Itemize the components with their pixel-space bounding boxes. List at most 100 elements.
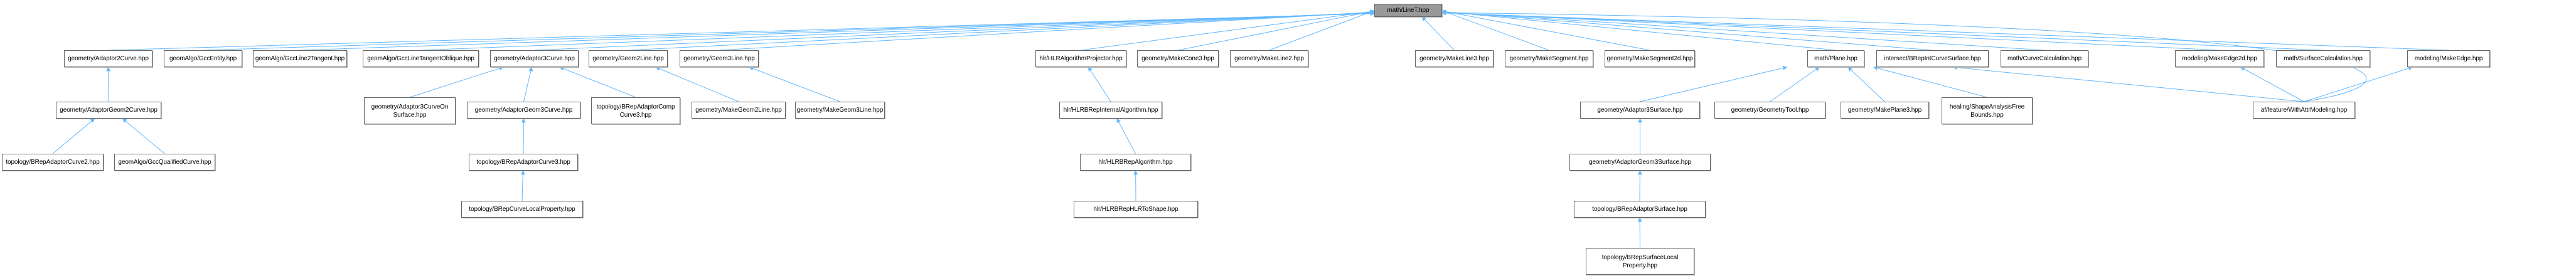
node-label: geomAlgo/GccLineTangentOblique.hpp — [367, 55, 474, 62]
node-label: math/CurveCalculation.hpp — [2007, 55, 2082, 62]
graph-node-makegeom2line[interactable]: geometry/MakeGeom2Line.hpp — [692, 102, 786, 119]
node-label: geometry/MakeGeom2Line.hpp — [695, 107, 782, 114]
graph-node-adaptor3surface[interactable]: geometry/Adaptor3Surface.hpp — [1580, 102, 1700, 119]
node-label: geometry/MakeGeom3Line.hpp — [796, 107, 884, 114]
graph-node-makeline2[interactable]: geometry/MakeLine2.hpp — [1230, 50, 1308, 67]
graph-node-geom3line[interactable]: geometry/Geom3Line.hpp — [680, 50, 759, 67]
graph-node-brepadaptorcompcurve3[interactable]: topology/BRepAdaptorComp Curve3.hpp — [591, 97, 680, 124]
graph-node-makeplane3[interactable]: geometry/MakePlane3.hpp — [1841, 102, 1929, 119]
edge-makesegment2d-to-root — [1441, 9, 1650, 51]
graph-node-hlrbrephlrtoshape[interactable]: hlr/HLRBRepHLRToShape.hpp — [1074, 201, 1198, 218]
edge-adaptor3surface-to-plane — [1640, 66, 1788, 102]
node-label: geometry/AdaptorGeom3Curve.hpp — [474, 107, 573, 114]
node-label: hlr/HLRBRepAlgorithm.hpp — [1098, 159, 1173, 166]
node-label: geomAlgo/GccQualifiedCurve.hpp — [118, 159, 211, 166]
node-label: topology/BRepAdaptorCurve3.hpp — [476, 159, 570, 166]
graph-node-curvecalculation[interactable]: math/CurveCalculation.hpp — [2001, 50, 2088, 67]
graph-node-brepcurvelocalproperty[interactable]: topology/BRepCurveLocalProperty.hpp — [461, 201, 583, 218]
node-label: topology/BRepSurfaceLocal Property.hpp — [1601, 254, 1679, 269]
graph-node-hlralgorithmprojector[interactable]: hlr/HLRAlgorithmProjector.hpp — [1035, 50, 1126, 67]
graph-node-withattrmodeling[interactable]: af/feature/WithAttrModeling.hpp — [2253, 102, 2355, 119]
node-label: geometry/MakeCone3.hpp — [1141, 55, 1214, 62]
edge-geometrytool-to-plane — [1770, 67, 1820, 102]
graph-node-makesegment2d[interactable]: geometry/MakeSegment2d.hpp — [1605, 50, 1695, 67]
edge-makegeom2line-to-geom2line — [655, 67, 739, 102]
edge-withattrmodeling-to-plane — [1952, 65, 2304, 102]
node-label: geometry/Geom2Line.hpp — [592, 55, 664, 62]
node-label: modeling/MakeEdge.hpp — [2414, 55, 2483, 62]
node-label: topology/BRepAdaptorSurface.hpp — [1592, 206, 1687, 213]
node-label: af/feature/WithAttrModeling.hpp — [2260, 107, 2348, 114]
graph-node-adaptorgeom3surface[interactable]: geometry/AdaptorGeom3Surface.hpp — [1569, 154, 1711, 171]
graph-node-surfacecalculation[interactable]: math/SurfaceCalculation.hpp — [2276, 50, 2370, 67]
edge-gccqualifiedcurve-to-adaptorgeom2curve — [122, 118, 165, 154]
graph-node-gccentity[interactable]: geomAlgo/GccEntity.hpp — [164, 50, 242, 67]
edge-makeplane3-to-plane — [1847, 67, 1885, 102]
graph-node-geometrytool[interactable]: geometry/GeometryTool.hpp — [1714, 102, 1825, 119]
graph-node-gcclinetangentoblique[interactable]: geomAlgo/GccLineTangentOblique.hpp — [363, 50, 479, 67]
graph-node-brepintcurvesurface[interactable]: intersect/BRepIntCurveSurface.hpp — [1876, 50, 1989, 67]
node-label: math/SurfaceCalculation.hpp — [2284, 55, 2363, 62]
graph-node-shapeanalysisfreebounds[interactable]: healing/ShapeAnalysisFree Bounds.hpp — [1942, 97, 2033, 124]
node-label: geometry/MakePlane3.hpp — [1847, 107, 1922, 114]
edge-hlrbrepalgorithm-to-hlrbrepinternalalgorithm — [1116, 118, 1136, 154]
node-label: hlr/HLRAlgorithmProjector.hpp — [1039, 55, 1123, 62]
graph-node-brepadaptorcurve3[interactable]: topology/BRepAdaptorCurve3.hpp — [469, 154, 578, 171]
node-label: geometry/Adaptor3Surface.hpp — [1597, 107, 1683, 114]
edge-makecone3-to-root — [1177, 9, 1375, 51]
graph-node-plane[interactable]: math/Plane.hpp — [1807, 50, 1864, 67]
edge-shapeanalysisfreebounds-to-plane — [1873, 66, 1987, 98]
graph-node-brepadaptorcurve2[interactable]: topology/BRepAdaptorCurve2.hpp — [2, 154, 104, 171]
edge-makeline3-to-root — [1421, 16, 1455, 51]
edge-adaptor3curve-to-root — [534, 10, 1375, 51]
node-label: geometry/Adaptor3Curve.hpp — [494, 55, 575, 62]
graph-node-makecone3[interactable]: geometry/MakeCone3.hpp — [1137, 50, 1219, 67]
graph-node-adaptor3curve[interactable]: geometry/Adaptor3Curve.hpp — [490, 50, 579, 67]
edge-geom2line-to-root — [628, 10, 1375, 51]
graph-node-makegeom3line[interactable]: geometry/MakeGeom3Line.hpp — [795, 102, 885, 119]
root-node: math/LineT.hpp — [1374, 4, 1442, 17]
node-label: geomAlgo/GccLine2Tangent.hpp — [255, 55, 345, 62]
edge-hlrbrepinternalalgorithm-to-hlralgorithmprojector — [1088, 67, 1111, 102]
graph-node-brepadaptorsurface[interactable]: topology/BRepAdaptorSurface.hpp — [1574, 201, 1706, 218]
edge-geom3line-to-root — [719, 10, 1375, 51]
node-label: geomAlgo/GccEntity.hpp — [169, 55, 237, 62]
edge-makegeom3line-to-geom3line — [749, 66, 840, 102]
node-label: geometry/Geom3Line.hpp — [683, 55, 755, 62]
graph-node-makeline3[interactable]: geometry/MakeLine3.hpp — [1415, 50, 1494, 67]
graph-node-brepsurfacelocalproperty[interactable]: topology/BRepSurfaceLocal Property.hpp — [1586, 248, 1694, 275]
edge-plane-to-root — [1441, 9, 1836, 51]
node-label: hlr/HLRBRepHLRToShape.hpp — [1093, 206, 1178, 213]
graph-node-adaptor2curve[interactable]: geometry/Adaptor2Curve.hpp — [64, 50, 152, 67]
graph-node-hlrbrepalgorithm[interactable]: hlr/HLRBRepAlgorithm.hpp — [1080, 154, 1191, 171]
edge-makesegment-to-root — [1441, 9, 1549, 51]
node-label: geometry/MakeLine3.hpp — [1419, 55, 1489, 62]
graph-node-adaptorgeom3curve[interactable]: geometry/AdaptorGeom3Curve.hpp — [467, 102, 580, 119]
node-label: geometry/Adaptor2Curve.hpp — [68, 55, 149, 62]
graph-node-geom2line[interactable]: geometry/Geom2Line.hpp — [589, 50, 668, 67]
node-label: hlr/HLRBRepInternalAlgorithm.hpp — [1063, 107, 1158, 114]
edge-withattrmodeling-to-makeedge2d — [2240, 67, 2304, 102]
graph-node-adaptor3curveonsurface[interactable]: geometry/Adaptor3CurveOn Surface.hpp — [364, 97, 456, 124]
edge-gcclinetangentoblique-to-root — [420, 11, 1375, 51]
edge-adaptor3curveonsurface-to-adaptor3curve — [409, 66, 504, 98]
graph-node-hlrbrepinternalalgorithm[interactable]: hlr/HLRBRepInternalAlgorithm.hpp — [1059, 102, 1162, 119]
node-label: geometry/Adaptor3CurveOn Surface.hpp — [371, 103, 449, 119]
graph-node-gccqualifiedcurve[interactable]: geomAlgo/GccQualifiedCurve.hpp — [114, 154, 215, 171]
edge-gccline2tangent-to-root — [299, 11, 1375, 51]
edge-withattrmodeling-to-makeedge — [2304, 66, 2413, 102]
edge-makeedge2d-to-root — [1441, 10, 2220, 51]
graph-node-makesegment[interactable]: geometry/MakeSegment.hpp — [1505, 50, 1593, 67]
graph-node-makeedge[interactable]: modeling/MakeEdge.hpp — [2407, 50, 2490, 67]
node-label: modeling/MakeEdge2d.hpp — [2182, 55, 2257, 62]
graph-node-gccline2tangent[interactable]: geomAlgo/GccLine2Tangent.hpp — [253, 50, 347, 67]
edge-brepcurvelocalproperty-to-brepadaptorcurve3 — [520, 170, 525, 201]
edge-hlralgorithmprojector-to-root — [1081, 9, 1375, 51]
edge-brepintcurvesurface-to-root — [1441, 9, 1933, 51]
node-label: topology/BRepCurveLocalProperty.hpp — [469, 206, 575, 213]
node-label: topology/BRepAdaptorCurve2.hpp — [6, 159, 100, 166]
edge-adaptorgeom3curve-to-adaptor3curve — [523, 67, 533, 102]
graph-node-makeedge2d[interactable]: modeling/MakeEdge2d.hpp — [2175, 50, 2264, 67]
graph-node-adaptorgeom2curve[interactable]: geometry/AdaptorGeom2Curve.hpp — [56, 102, 161, 119]
